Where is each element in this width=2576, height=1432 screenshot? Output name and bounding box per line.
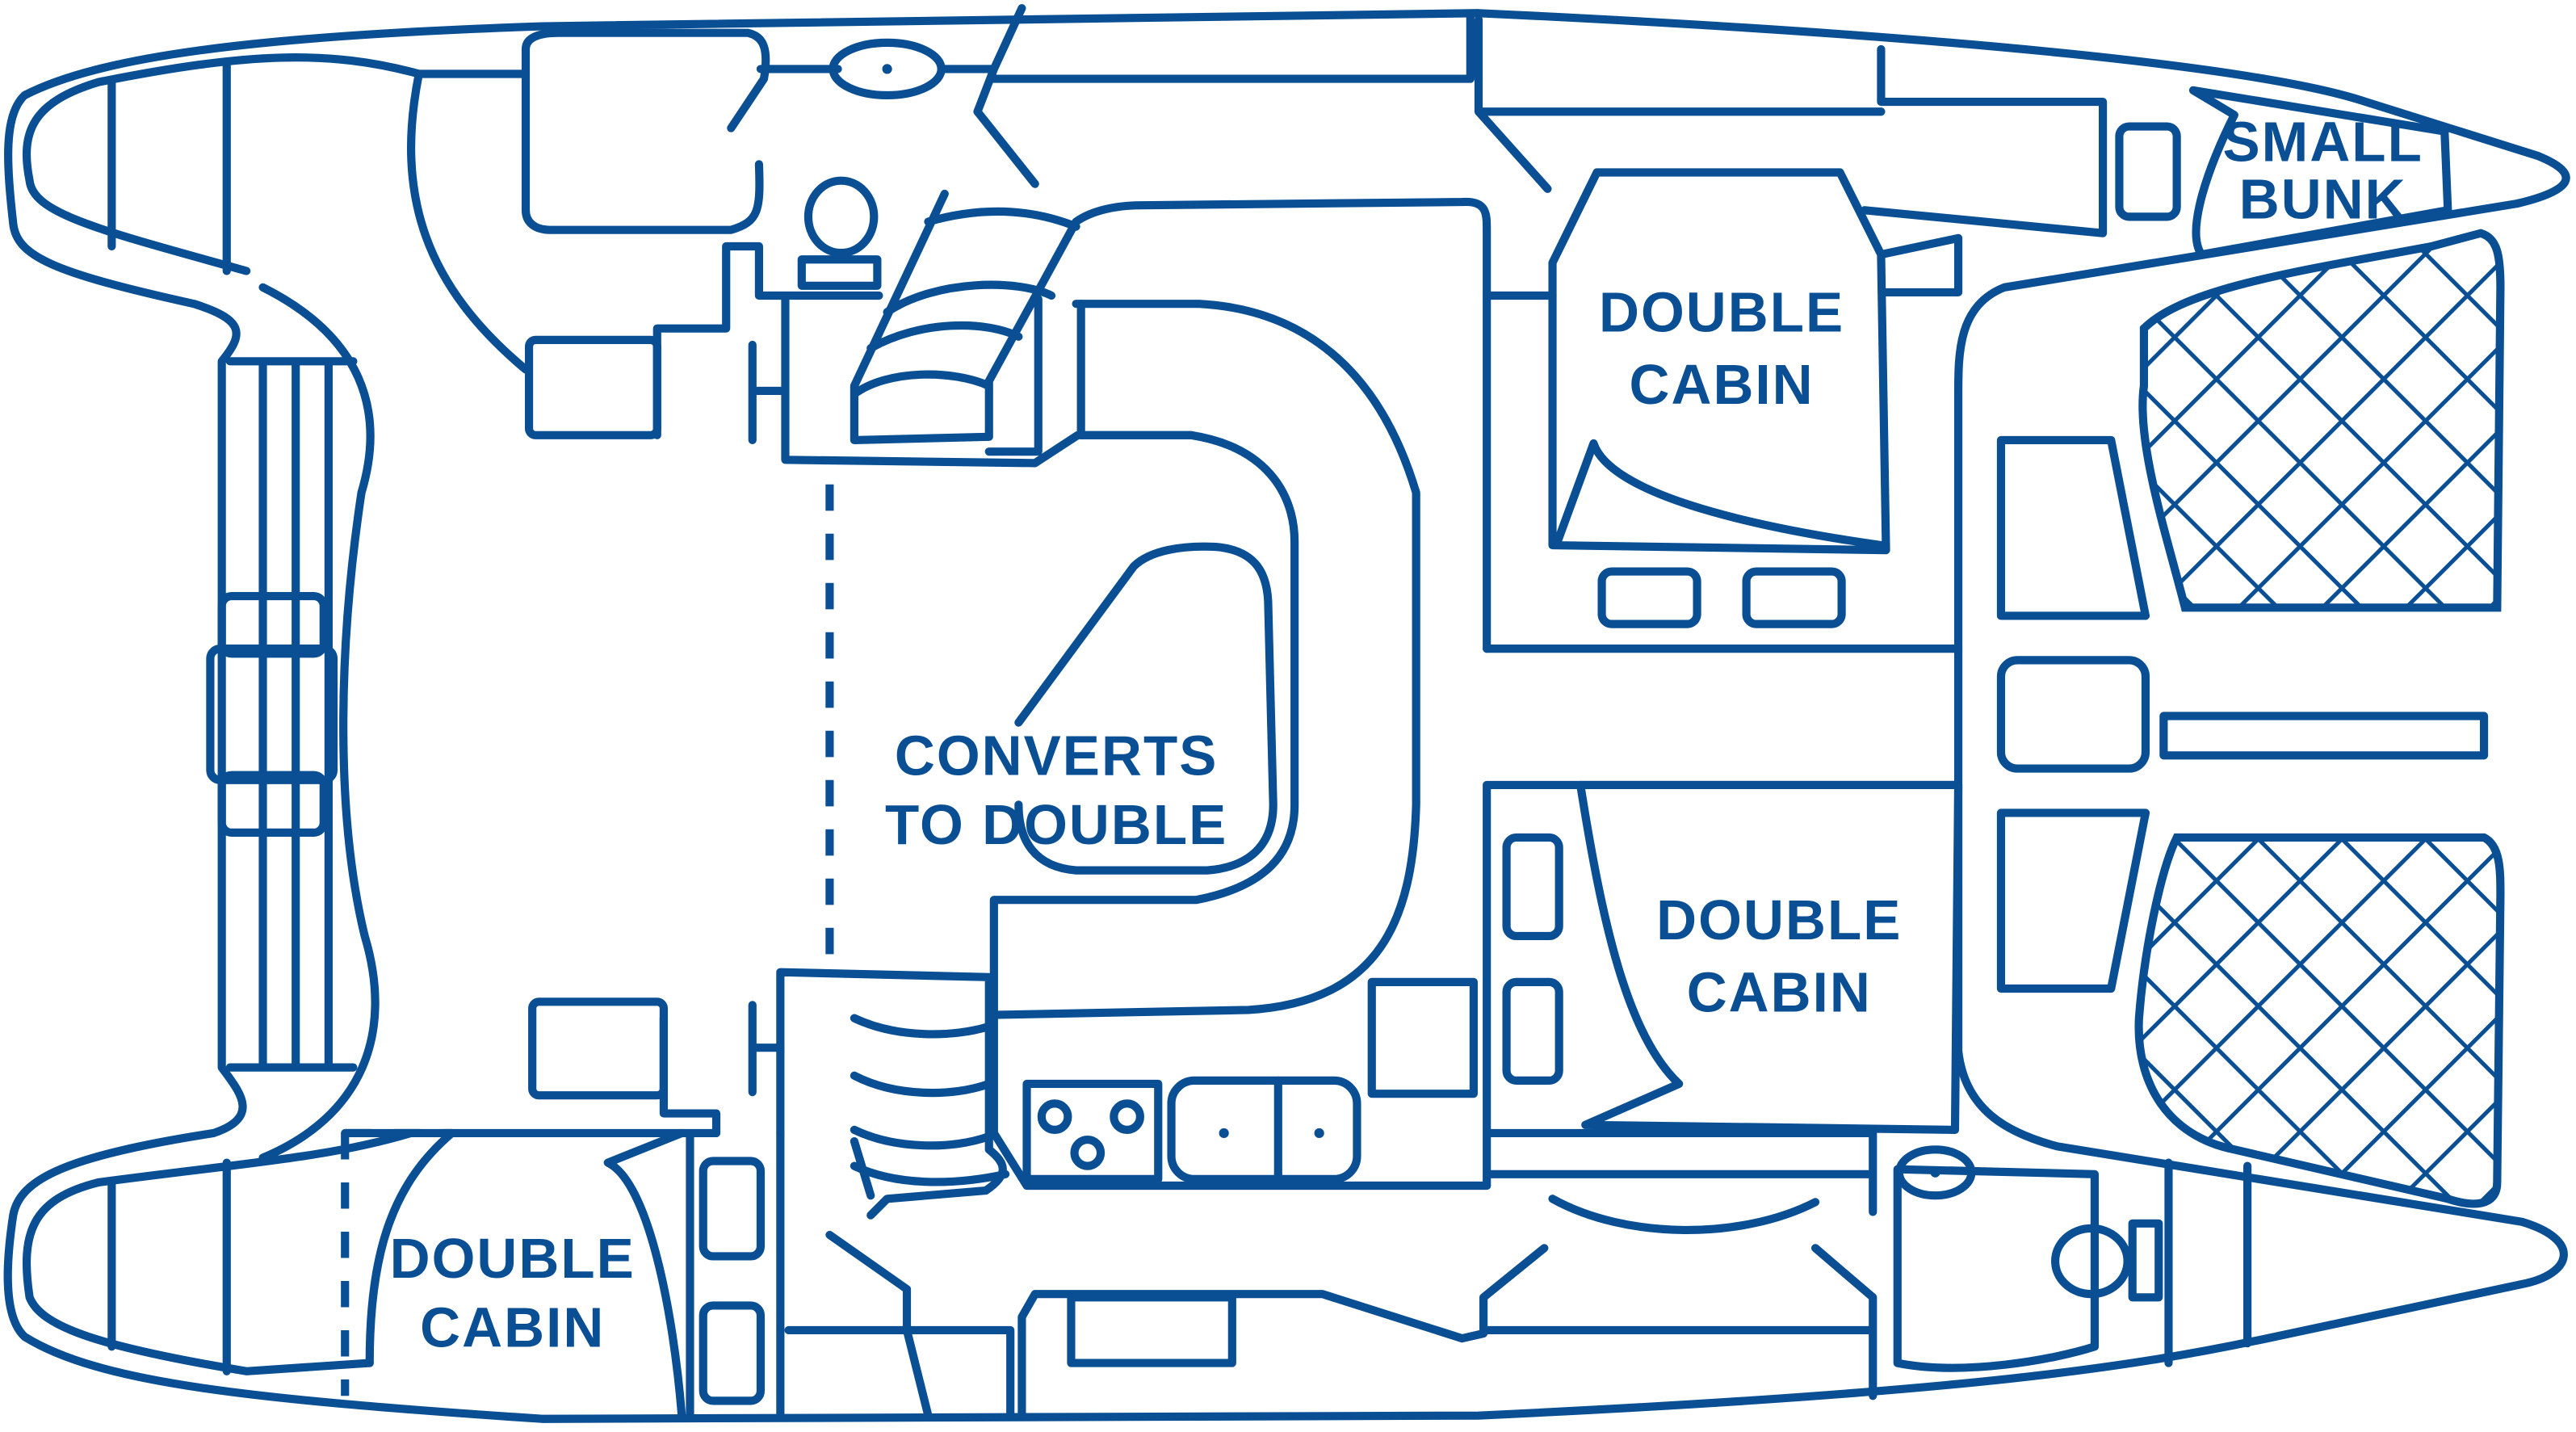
trampoline-top: [2138, 229, 2505, 612]
locker: [2115, 122, 2181, 221]
locker: [699, 1157, 766, 1261]
cabin-dash: [341, 1128, 452, 1396]
toilet-base: [797, 255, 882, 290]
seat-block: [525, 335, 661, 439]
hull-divider: [107, 61, 231, 1375]
toilet-tank: [2128, 1219, 2163, 1302]
label-mid-cabin-2: CABIN: [1687, 961, 1872, 1024]
toilet: [803, 176, 879, 258]
fwd-berth-top: [1996, 435, 2150, 620]
toilet: [2050, 1224, 2132, 1299]
locker: [1502, 977, 1563, 1085]
locker: [1502, 833, 1563, 941]
helm-seat: [206, 645, 338, 784]
trampoline-bottom: [2134, 833, 2505, 1208]
cockpit-curve: [407, 69, 531, 374]
burner: [1070, 1135, 1105, 1170]
label-mid-cabin-1: DOUBLE: [1656, 888, 1902, 951]
label-top-cabin-2: CABIN: [1630, 353, 1815, 416]
stbd-bunk: [365, 1128, 686, 1420]
locker: [1742, 567, 1846, 628]
cooktop: [1022, 1079, 1163, 1183]
top-cabin-bunk: [1548, 168, 1890, 555]
crossbeam: [2159, 712, 2489, 760]
salon-table: [1014, 542, 1278, 875]
salon-seat: [989, 300, 1299, 1019]
seat-block-stbd: [528, 997, 668, 1100]
hatch: [1894, 1145, 1976, 1200]
stbd-bulkheads: [341, 1001, 1549, 1420]
fwd-step: [1996, 656, 2150, 773]
galley-counter: [989, 1014, 1491, 1191]
fridge: [1367, 977, 1478, 1098]
shower: [1893, 1158, 2252, 1372]
label-small-bunk-1: SMALL: [2223, 110, 2423, 173]
locker: [699, 1301, 766, 1405]
locker: [1597, 567, 1701, 628]
galley-step: [652, 241, 1196, 468]
helm-seat-bottom: [217, 771, 328, 837]
companionway-stairs-top: [850, 189, 1491, 1019]
mid-cabin-bunk: [1576, 780, 1963, 1134]
top-cabin-lines: [1861, 44, 2108, 297]
label-salon-1: CONVERTS: [895, 724, 1219, 787]
label-small-bunk-2: BUNK: [2239, 167, 2407, 230]
label-salon-2: TO DOUBLE: [885, 793, 1227, 856]
nav-desk: [1067, 1293, 1236, 1367]
label-top-cabin-1: DOUBLE: [1599, 281, 1844, 344]
burner: [1037, 1099, 1072, 1134]
galley-sink: [1167, 1076, 1361, 1183]
hatch-dot: [882, 64, 892, 74]
small-bunk: [2188, 86, 2452, 259]
label-stbd-cabin-2: CABIN: [420, 1296, 605, 1359]
fwd-berth-bottom: [1996, 808, 2150, 993]
aft-deck: [225, 283, 380, 1162]
port-hull-inner: [22, 53, 423, 275]
drain: [1314, 1128, 1324, 1139]
burner: [1110, 1099, 1144, 1134]
hatch-dot: [1930, 1167, 1940, 1178]
stbd-stairs: [776, 968, 1010, 1220]
drain: [1219, 1128, 1229, 1139]
label-stbd-cabin-1: DOUBLE: [390, 1227, 636, 1290]
head-cabinet: [521, 28, 842, 234]
helm-seat-top: [217, 591, 328, 658]
stbd-hull-inner: [22, 1128, 415, 1375]
entry-lines: [937, 4, 1886, 193]
